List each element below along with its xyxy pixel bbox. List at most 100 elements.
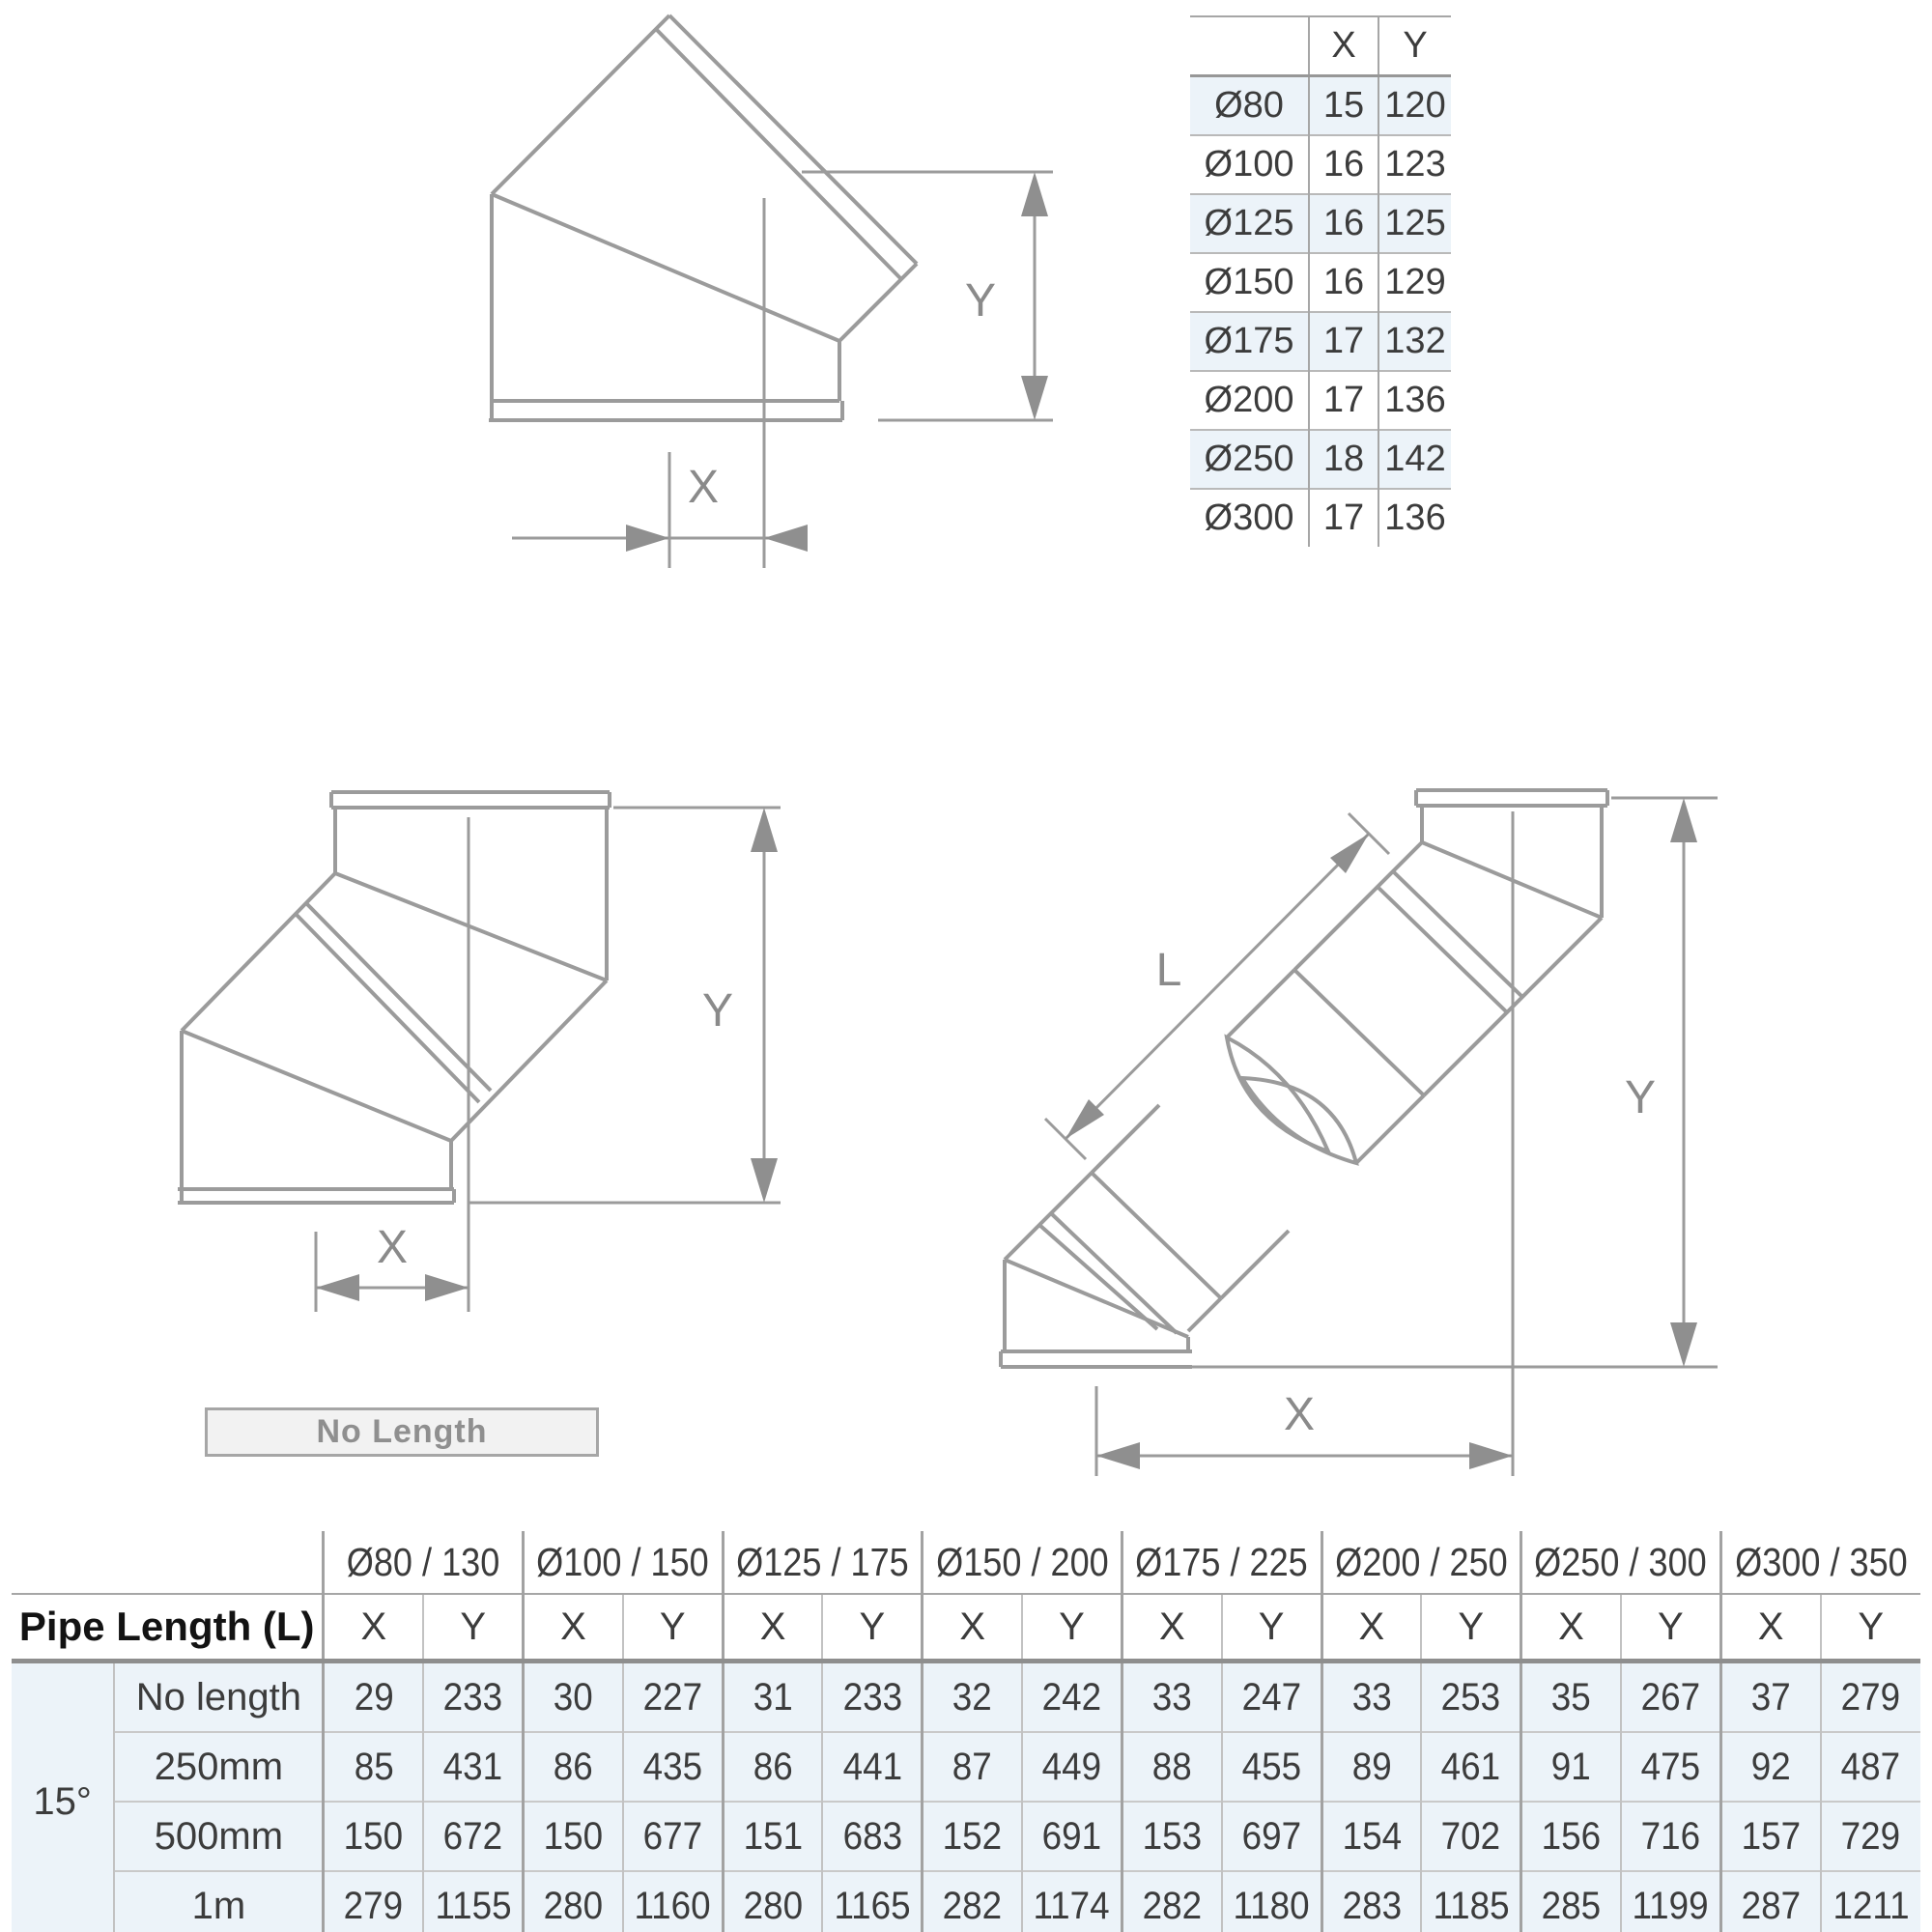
elbow-x-label: X	[688, 462, 719, 513]
value: 156	[1541, 1814, 1602, 1858]
elbow-dimension-y: Y	[802, 170, 1053, 422]
value-cell: 1174	[1021, 1870, 1122, 1932]
x-header: X	[322, 1594, 424, 1663]
diameter-group-header: Ø80 / 130	[322, 1531, 524, 1595]
value-cell: 279	[1819, 1661, 1920, 1732]
value-cell: 677	[621, 1801, 724, 1871]
diameter-group-label: Ø200 / 250	[1335, 1539, 1508, 1584]
elbow-dimension-x: X	[512, 198, 808, 568]
value-cell: 154	[1320, 1801, 1422, 1871]
value-cell: 1160	[621, 1870, 724, 1932]
y-header: Y	[1021, 1594, 1122, 1663]
diameter-group-header: Ø100 / 150	[522, 1531, 724, 1595]
value-cell: 1165	[821, 1870, 923, 1932]
diameter-group-label: Ø300 / 350	[1735, 1539, 1908, 1584]
offset-dimension-y: Y	[469, 806, 781, 1205]
offset-pipe-dimension-x: X	[1094, 811, 1515, 1476]
value-cell: 1199	[1619, 1870, 1721, 1932]
no-length-caption: No Length	[205, 1407, 599, 1457]
value: 253	[1440, 1675, 1501, 1719]
diameter-group-label: Ø175 / 225	[1135, 1539, 1308, 1584]
value-cell: 92	[1719, 1731, 1821, 1802]
elbow-15-drawing: X Y	[489, 14, 1053, 568]
offset-pipe-dimension-l: L	[1043, 811, 1391, 1161]
table-row: 500mm 150 672 150 677 151 683 152 691 15…	[12, 1801, 1920, 1871]
x-value: 16	[1308, 193, 1378, 253]
value-cell: 702	[1420, 1801, 1521, 1871]
value: 435	[642, 1745, 702, 1788]
value: 33	[1351, 1675, 1392, 1719]
diameter-group-header: Ø300 / 350	[1719, 1531, 1920, 1595]
diameter-group-header: Ø150 / 200	[921, 1531, 1122, 1595]
table-row: Ø250 18 142	[1190, 429, 1451, 489]
x-header: X	[1120, 1594, 1222, 1663]
x-header: X	[1719, 1594, 1821, 1663]
diameter-group-header: Ø175 / 225	[1120, 1531, 1321, 1595]
value-cell: 455	[1220, 1731, 1321, 1802]
x-value: 17	[1308, 370, 1378, 430]
value: 279	[344, 1884, 404, 1927]
diameter-group-label: Ø100 / 150	[536, 1539, 710, 1584]
value-cell: 91	[1520, 1731, 1621, 1802]
value: 1211	[1833, 1884, 1910, 1927]
value: 282	[1142, 1884, 1202, 1927]
offset-outline	[178, 790, 611, 1205]
value-cell: 233	[821, 1661, 923, 1732]
value-cell: 280	[721, 1870, 823, 1932]
value: 1165	[834, 1884, 911, 1927]
value: 233	[442, 1675, 503, 1719]
offset-pipe-outline	[999, 788, 1609, 1369]
value-cell: 227	[621, 1661, 724, 1732]
offset-pipe-y-label: Y	[1625, 1072, 1656, 1123]
y-value: 136	[1378, 488, 1451, 547]
value-cell: 282	[921, 1870, 1023, 1932]
value-cell: 280	[522, 1870, 623, 1932]
table-row: 15° No length 29 233 30 227 31 233 32 24…	[12, 1661, 1920, 1932]
diameter-group-label: Ø250 / 300	[1534, 1539, 1708, 1584]
value: 33	[1151, 1675, 1192, 1719]
value: 30	[553, 1675, 593, 1719]
diameter-group-header: Ø200 / 250	[1320, 1531, 1521, 1595]
value-cell: 691	[1021, 1801, 1122, 1871]
x-value: 16	[1308, 134, 1378, 194]
value: 1180	[1233, 1884, 1310, 1927]
value: 455	[1241, 1745, 1301, 1788]
offset-no-length-drawing: X Y	[178, 790, 781, 1312]
value-cell: 697	[1220, 1801, 1321, 1871]
table-row: Ø100 16 123	[1190, 134, 1451, 194]
value-cell: 683	[821, 1801, 923, 1871]
value-cell: 85	[322, 1731, 424, 1802]
diameter-cell: Ø175	[1190, 311, 1309, 371]
y-header: Y	[1420, 1594, 1521, 1663]
diameter-cell: Ø80	[1190, 74, 1309, 135]
offset-dimension-x: X	[314, 817, 470, 1312]
value-cell: 1211	[1819, 1870, 1920, 1932]
x-header: X	[721, 1594, 823, 1663]
value-cell: 150	[522, 1801, 623, 1871]
diameter-group-label: Ø150 / 200	[935, 1539, 1109, 1584]
diameter-cell: Ø100	[1190, 134, 1309, 194]
value-cell: 88	[1120, 1731, 1222, 1802]
value: 150	[344, 1814, 404, 1858]
value: 1155	[435, 1884, 512, 1927]
y-value: 136	[1378, 370, 1451, 430]
xy-header-row: Pipe Length (L) X Y X Y X Y X Y X Y X Y …	[12, 1594, 1920, 1663]
corner-cell	[1190, 15, 1309, 77]
value: 287	[1741, 1884, 1801, 1927]
value: 86	[753, 1745, 793, 1788]
value: 227	[642, 1675, 702, 1719]
table-row: Ø300 17 136	[1190, 488, 1451, 547]
diameter-header-row: Ø80 / 130 Ø100 / 150 Ø125 / 175 Ø150 / 2…	[12, 1531, 1920, 1595]
value-cell: 441	[821, 1731, 923, 1802]
value-cell: 30	[522, 1661, 623, 1732]
value: 91	[1551, 1745, 1591, 1788]
value: 242	[1041, 1675, 1102, 1719]
value-cell: 32	[921, 1661, 1023, 1732]
value: 153	[1142, 1814, 1202, 1858]
y-header: Y	[621, 1594, 724, 1663]
value: 152	[942, 1814, 1003, 1858]
row-label: 1m	[113, 1870, 324, 1932]
value-cell: 156	[1520, 1801, 1621, 1871]
value-cell: 283	[1320, 1870, 1422, 1932]
value-cell: 1180	[1220, 1870, 1321, 1932]
